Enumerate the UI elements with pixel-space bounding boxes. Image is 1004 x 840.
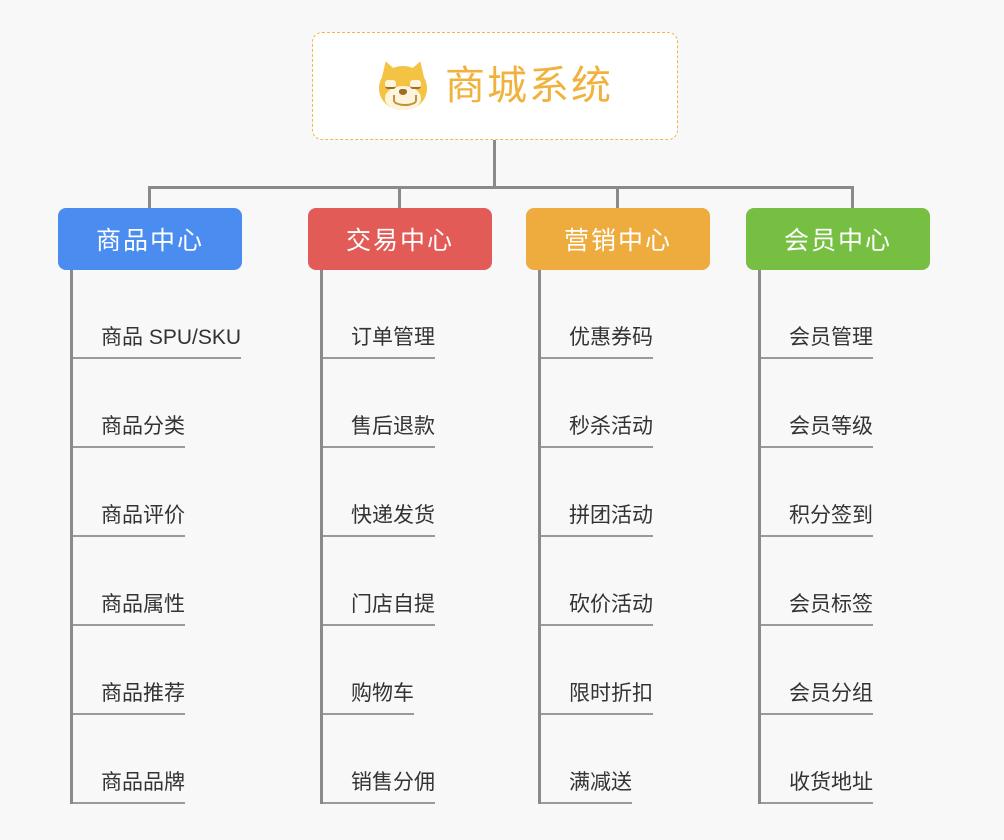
connector-trunk bbox=[493, 140, 496, 188]
list-item[interactable]: 收货地址 bbox=[761, 715, 930, 804]
category-column-marketing-center: 营销中心 优惠券码 秒杀活动 拼团活动 砍价活动 限时折扣 满减送 bbox=[526, 208, 710, 804]
category-header-product-center[interactable]: 商品中心 bbox=[58, 208, 242, 270]
leaf-label: 砍价活动 bbox=[569, 593, 653, 626]
list-item[interactable]: 售后退款 bbox=[323, 359, 492, 448]
category-header-member-center[interactable]: 会员中心 bbox=[746, 208, 930, 270]
leaf-label: 会员等级 bbox=[789, 415, 873, 448]
category-column-product-center: 商品中心 商品 SPU/SKU 商品分类 商品评价 商品属性 商品推荐 商品品牌 bbox=[58, 208, 242, 804]
leaf-label: 快递发货 bbox=[351, 504, 435, 537]
list-item[interactable]: 拼团活动 bbox=[541, 448, 710, 537]
leaf-label: 会员标签 bbox=[789, 593, 873, 626]
leaf-label: 订单管理 bbox=[351, 326, 435, 359]
connector-drop-1 bbox=[148, 186, 151, 208]
list-item[interactable]: 优惠券码 bbox=[541, 270, 710, 359]
list-item[interactable]: 门店自提 bbox=[323, 537, 492, 626]
leaf-label: 限时折扣 bbox=[569, 682, 653, 715]
leaf-label: 商品评价 bbox=[101, 504, 185, 537]
leaf-label: 会员管理 bbox=[789, 326, 873, 359]
connector-drop-4 bbox=[851, 186, 854, 208]
shiba-dog-face-icon bbox=[377, 58, 429, 112]
list-item[interactable]: 会员分组 bbox=[761, 626, 930, 715]
list-item[interactable]: 商品 SPU/SKU bbox=[73, 270, 242, 359]
list-item[interactable]: 积分签到 bbox=[761, 448, 930, 537]
list-item[interactable]: 商品推荐 bbox=[73, 626, 242, 715]
category-column-trade-center: 交易中心 订单管理 售后退款 快递发货 门店自提 购物车 销售分佣 bbox=[308, 208, 492, 804]
leaf-label: 会员分组 bbox=[789, 682, 873, 715]
leaf-label: 商品推荐 bbox=[101, 682, 185, 715]
root-title: 商城系统 bbox=[445, 64, 613, 108]
category-column-member-center: 会员中心 会员管理 会员等级 积分签到 会员标签 会员分组 收货地址 bbox=[746, 208, 930, 804]
list-item[interactable]: 销售分佣 bbox=[323, 715, 492, 804]
leaf-list-member-center: 会员管理 会员等级 积分签到 会员标签 会员分组 收货地址 bbox=[758, 270, 930, 804]
list-item[interactable]: 砍价活动 bbox=[541, 537, 710, 626]
list-item[interactable]: 订单管理 bbox=[323, 270, 492, 359]
leaf-label: 拼团活动 bbox=[569, 504, 653, 537]
connector-drop-2 bbox=[398, 186, 401, 208]
leaf-list-trade-center: 订单管理 售后退款 快递发货 门店自提 购物车 销售分佣 bbox=[320, 270, 492, 804]
list-item[interactable]: 购物车 bbox=[323, 626, 492, 715]
root-node[interactable]: 商城系统 bbox=[312, 32, 678, 140]
leaf-label: 商品品牌 bbox=[101, 771, 185, 804]
leaf-label: 门店自提 bbox=[351, 593, 435, 626]
connector-bus bbox=[148, 186, 854, 189]
leaf-label: 售后退款 bbox=[351, 415, 435, 448]
list-item[interactable]: 会员等级 bbox=[761, 359, 930, 448]
category-header-trade-center[interactable]: 交易中心 bbox=[308, 208, 492, 270]
list-item[interactable]: 商品分类 bbox=[73, 359, 242, 448]
leaf-label: 商品 SPU/SKU bbox=[101, 326, 242, 359]
leaf-label: 商品属性 bbox=[101, 593, 185, 626]
list-item[interactable]: 会员标签 bbox=[761, 537, 930, 626]
leaf-label: 优惠券码 bbox=[569, 326, 653, 359]
list-item[interactable]: 商品评价 bbox=[73, 448, 242, 537]
leaf-label: 购物车 bbox=[351, 682, 414, 715]
list-item[interactable]: 会员管理 bbox=[761, 270, 930, 359]
list-item[interactable]: 限时折扣 bbox=[541, 626, 710, 715]
leaf-label: 收货地址 bbox=[789, 771, 873, 804]
leaf-label: 秒杀活动 bbox=[569, 415, 653, 448]
leaf-label: 积分签到 bbox=[789, 504, 873, 537]
category-header-marketing-center[interactable]: 营销中心 bbox=[526, 208, 710, 270]
list-item[interactable]: 满减送 bbox=[541, 715, 710, 804]
leaf-label: 销售分佣 bbox=[351, 771, 435, 804]
leaf-label: 商品分类 bbox=[101, 415, 185, 448]
list-item[interactable]: 商品属性 bbox=[73, 537, 242, 626]
list-item[interactable]: 秒杀活动 bbox=[541, 359, 710, 448]
leaf-list-marketing-center: 优惠券码 秒杀活动 拼团活动 砍价活动 限时折扣 满减送 bbox=[538, 270, 710, 804]
leaf-list-product-center: 商品 SPU/SKU 商品分类 商品评价 商品属性 商品推荐 商品品牌 bbox=[70, 270, 242, 804]
list-item[interactable]: 商品品牌 bbox=[73, 715, 242, 804]
list-item[interactable]: 快递发货 bbox=[323, 448, 492, 537]
leaf-label: 满减送 bbox=[569, 771, 632, 804]
connector-drop-3 bbox=[616, 186, 619, 208]
